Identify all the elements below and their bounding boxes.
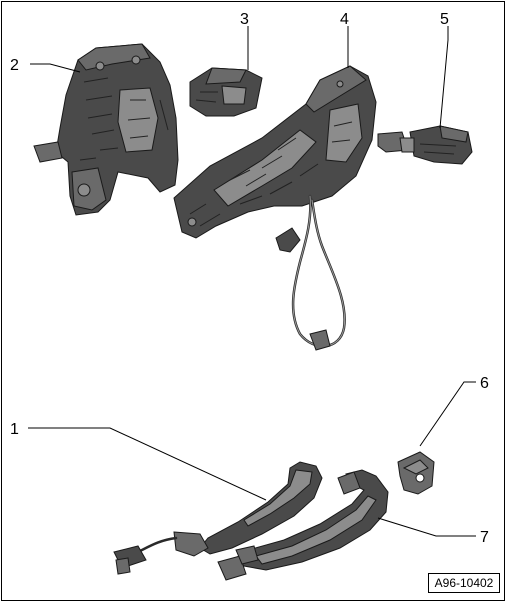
callout-4: 4 [340, 11, 349, 28]
leader-5 [439, 26, 449, 129]
leader-7 [377, 517, 476, 537]
part-6-clip [397, 451, 435, 495]
callout-3: 3 [240, 11, 249, 28]
callout-1: 1 [10, 421, 19, 438]
part-4-handle-carrier [173, 65, 377, 239]
part-7-door-handle [217, 469, 389, 581]
callout-2: 2 [10, 57, 19, 74]
bowden-cable [275, 194, 346, 351]
part-1-handle-cover [113, 461, 323, 575]
part-2-door-lock [33, 43, 179, 216]
callout-5: 5 [440, 11, 449, 28]
part-5-lock-cylinder [377, 125, 473, 165]
leader-lines [28, 26, 476, 537]
callout-6: 6 [480, 375, 489, 392]
callout-7: 7 [480, 529, 489, 546]
leader-6 [419, 381, 476, 447]
leader-2 [30, 63, 81, 73]
reference-code-label: A96-10402 [428, 573, 500, 593]
part-3-bracket [189, 67, 263, 117]
leader-1 [28, 427, 267, 501]
